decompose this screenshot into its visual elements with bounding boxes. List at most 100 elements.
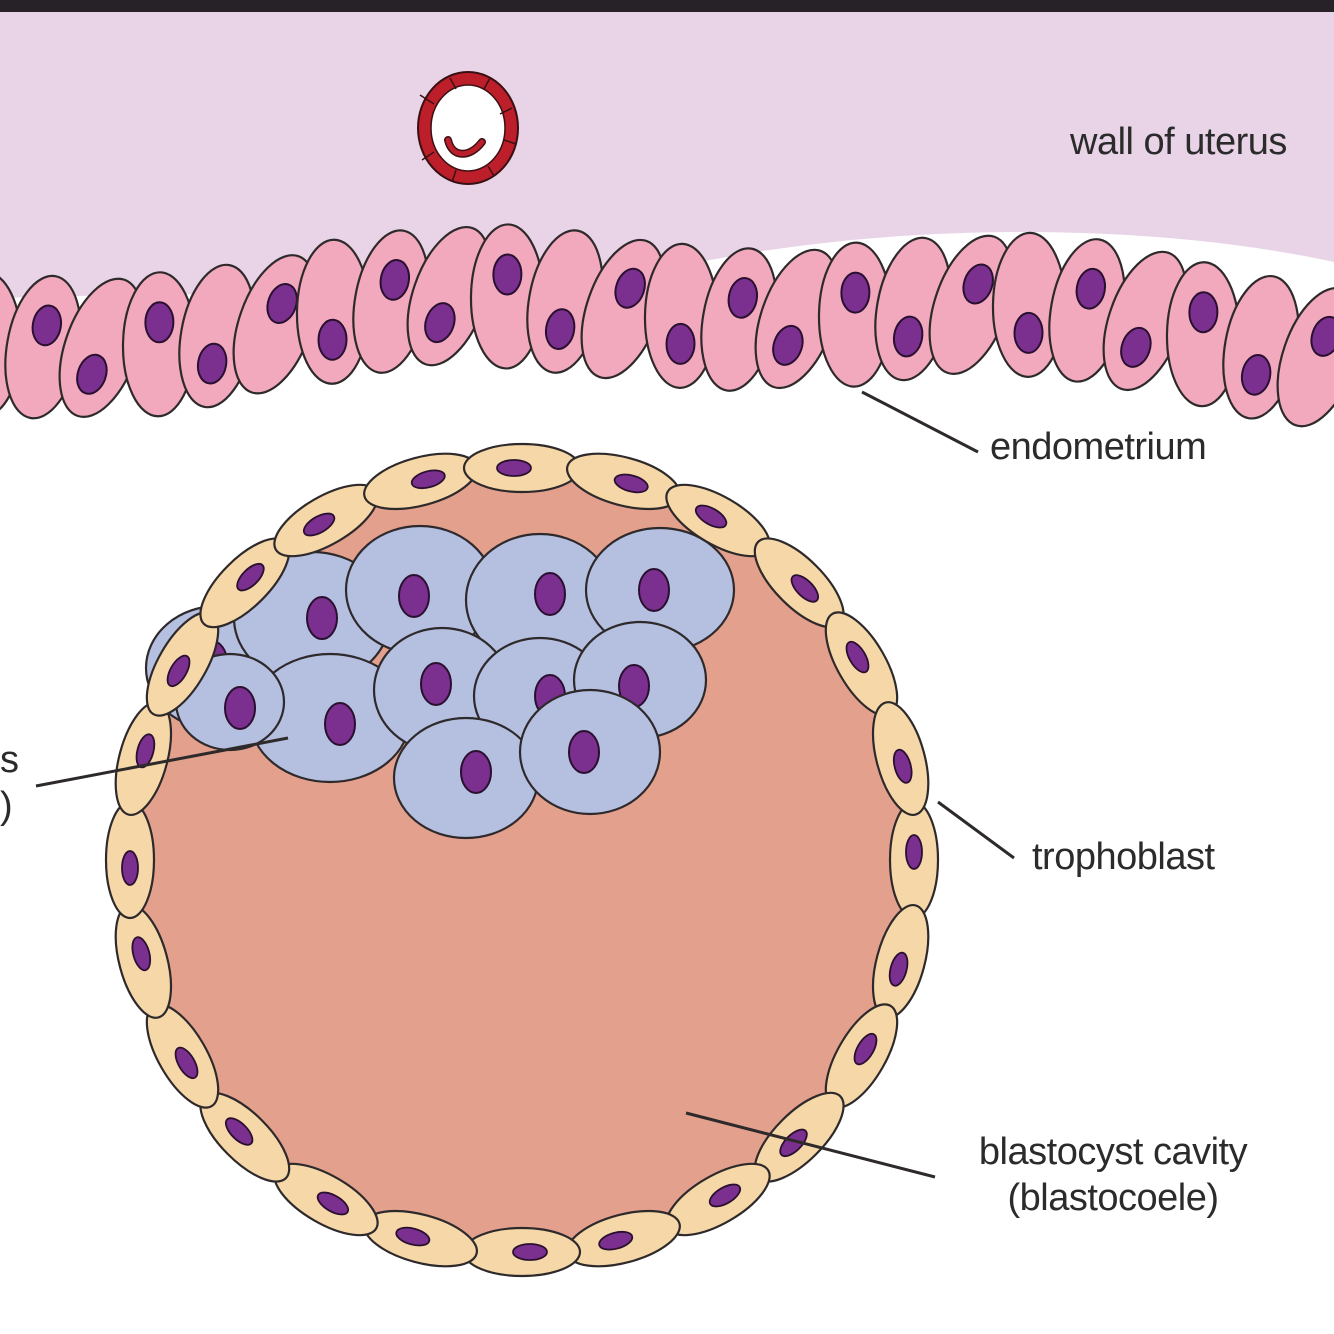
nucleus xyxy=(420,662,452,706)
inner-cell-mass-label-line1: s xyxy=(0,739,19,781)
nucleus xyxy=(306,596,338,640)
trophoblast-cell xyxy=(824,1003,899,1109)
nucleus xyxy=(224,1117,254,1146)
endometrium-cell xyxy=(121,271,197,418)
inner-cell-mass-cell xyxy=(248,652,412,784)
nucleus xyxy=(424,302,456,344)
endometrium-cell xyxy=(928,234,1014,375)
nucleus xyxy=(31,304,63,347)
nucleus xyxy=(892,748,913,784)
blastocyst-cavity-label-line1: blastocyst cavity xyxy=(978,1131,1248,1173)
nucleus xyxy=(727,277,759,319)
nucleus xyxy=(772,324,804,366)
trophoblast-cell xyxy=(462,442,582,494)
nucleus xyxy=(166,654,191,688)
nucleus xyxy=(324,702,356,746)
inner-cell-mass-label-line2: ) xyxy=(0,784,13,827)
nucleus xyxy=(317,318,348,361)
nucleus xyxy=(892,315,924,358)
nucleus xyxy=(694,504,728,529)
nucleus xyxy=(398,574,430,618)
nucleus xyxy=(410,469,446,490)
trophoblast-cell xyxy=(665,483,771,558)
nucleus xyxy=(962,263,994,305)
inner-cell-mass-cell xyxy=(392,716,540,840)
nucleus xyxy=(888,951,909,987)
nucleus xyxy=(613,473,649,494)
endometrium-cell xyxy=(1165,261,1241,408)
nucleus xyxy=(224,686,256,730)
endometrium-cell xyxy=(469,223,545,370)
trophoblast-cell xyxy=(114,903,173,1019)
nucleus xyxy=(1013,311,1044,354)
trophoblast-cell xyxy=(888,800,940,920)
nucleus xyxy=(544,308,576,350)
blastocyst-cavity-label-line2: (blastocoele) xyxy=(1007,1176,1219,1219)
nucleus xyxy=(779,1128,808,1158)
inner-cell-mass-leader-line xyxy=(35,736,289,788)
nucleus xyxy=(614,267,646,309)
leader-lines xyxy=(35,390,1015,1179)
trophoblast-cell xyxy=(462,1226,582,1278)
nucleus xyxy=(1188,291,1219,334)
nucleus xyxy=(379,259,411,301)
endometrium-cell xyxy=(406,225,492,367)
trophoblast-cell xyxy=(871,701,930,817)
endometrium-cells xyxy=(0,223,1334,428)
top-dark-bar xyxy=(0,0,1334,12)
nucleus xyxy=(302,512,336,537)
endometrium-leader-line xyxy=(861,390,979,454)
endometrium-cell xyxy=(1102,250,1188,392)
nucleus xyxy=(266,283,298,324)
nucleus xyxy=(174,1046,199,1080)
nucleus xyxy=(460,750,492,794)
nucleus xyxy=(1120,326,1152,368)
nucleus xyxy=(638,568,670,612)
nucleus xyxy=(708,1183,742,1208)
trophoblast-cell xyxy=(104,800,156,920)
nucleus xyxy=(492,253,523,296)
blood-vessel xyxy=(417,71,519,185)
inner-cell-mass-cell xyxy=(518,688,662,816)
blastocoele-leader-line xyxy=(685,1111,936,1179)
endometrium-cell xyxy=(295,238,371,385)
nucleus xyxy=(76,353,108,395)
trophoblast-cells xyxy=(104,442,940,1278)
nucleus xyxy=(598,1230,634,1251)
inner-cell-mass-cell xyxy=(344,524,496,656)
wall-of-uterus-label: wall of uterus xyxy=(1070,121,1287,163)
nucleus xyxy=(121,850,139,886)
blastocyst-cavity-label: blastocyst cavity (blastocoele) xyxy=(958,1130,1268,1221)
trophoblast-cell xyxy=(871,903,930,1019)
nucleus xyxy=(496,459,532,477)
nucleus xyxy=(131,936,152,972)
trophoblast-cell xyxy=(199,1091,291,1183)
nucleus xyxy=(144,301,175,344)
nucleus xyxy=(316,1191,350,1216)
trophoblast-cell xyxy=(199,537,291,629)
nucleus xyxy=(790,574,820,603)
nucleus xyxy=(853,1032,878,1066)
trophoblast-cell xyxy=(114,701,173,817)
nucleus xyxy=(196,342,228,385)
nucleus xyxy=(1075,267,1107,310)
nucleus xyxy=(905,834,923,870)
endometrium-cell xyxy=(754,248,840,390)
inner-cell-mass-label-cut: s ) xyxy=(0,738,19,829)
nucleus xyxy=(568,730,600,774)
nucleus xyxy=(534,572,566,616)
trophoblast-leader-line xyxy=(937,800,1015,860)
nucleus xyxy=(665,322,696,365)
nucleus xyxy=(845,640,870,674)
nucleus xyxy=(840,271,871,314)
blastocyst xyxy=(104,442,940,1278)
inner-cell-mass-cell xyxy=(464,532,616,668)
trophoblast-label: trophoblast xyxy=(1032,836,1215,878)
nucleus xyxy=(236,562,265,592)
endometrium-label: endometrium xyxy=(990,426,1207,468)
trophoblast-cell xyxy=(565,1209,681,1268)
nucleus xyxy=(1240,353,1272,396)
inner-cell-mass xyxy=(144,524,736,840)
endometrium-cell xyxy=(817,241,893,388)
